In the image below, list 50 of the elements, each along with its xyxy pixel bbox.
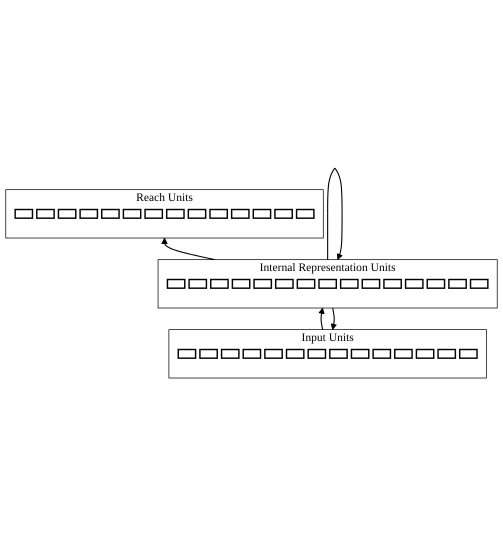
node-box xyxy=(470,278,489,289)
node-box xyxy=(242,348,262,359)
node-box xyxy=(101,208,120,219)
node-box xyxy=(144,208,164,219)
cluster: Reach Units xyxy=(5,189,324,238)
node-box xyxy=(166,208,185,219)
node-box xyxy=(404,278,424,289)
node-box xyxy=(426,278,446,289)
node-box xyxy=(296,208,315,219)
node-box xyxy=(264,348,283,359)
node-box xyxy=(122,208,142,219)
node-box xyxy=(416,348,434,359)
node-box xyxy=(274,208,293,219)
node-box xyxy=(394,348,413,359)
node-box xyxy=(58,208,76,219)
node-box xyxy=(296,278,316,289)
arrow xyxy=(330,308,337,330)
node-box xyxy=(437,348,456,359)
node-box xyxy=(329,348,348,359)
node-box xyxy=(458,348,478,359)
node-box xyxy=(166,278,186,289)
node-box xyxy=(362,278,380,289)
cluster: Internal Representation Units xyxy=(158,259,498,308)
node-box xyxy=(188,208,206,219)
node-box xyxy=(199,348,218,359)
node-box xyxy=(209,208,228,219)
node-box xyxy=(210,278,229,289)
node-box xyxy=(178,348,196,359)
node-box xyxy=(232,278,250,289)
node-box xyxy=(372,348,392,359)
node-box xyxy=(350,348,370,359)
node-box xyxy=(307,348,326,359)
arrow xyxy=(161,238,216,260)
node-box xyxy=(230,208,250,219)
node-box xyxy=(220,348,240,359)
cluster: Input Units xyxy=(168,329,487,378)
node-box xyxy=(36,208,55,219)
node-box xyxy=(448,278,467,289)
arrow xyxy=(318,308,325,330)
node-box xyxy=(340,278,359,289)
node-box xyxy=(318,278,338,289)
node-box xyxy=(252,208,272,219)
node-box xyxy=(383,278,402,289)
node-box xyxy=(286,348,305,359)
node-box xyxy=(274,278,294,289)
node-box xyxy=(79,208,98,219)
node-box xyxy=(253,278,272,289)
node-box xyxy=(14,208,34,219)
node-box xyxy=(188,278,208,289)
arrow xyxy=(327,168,343,260)
